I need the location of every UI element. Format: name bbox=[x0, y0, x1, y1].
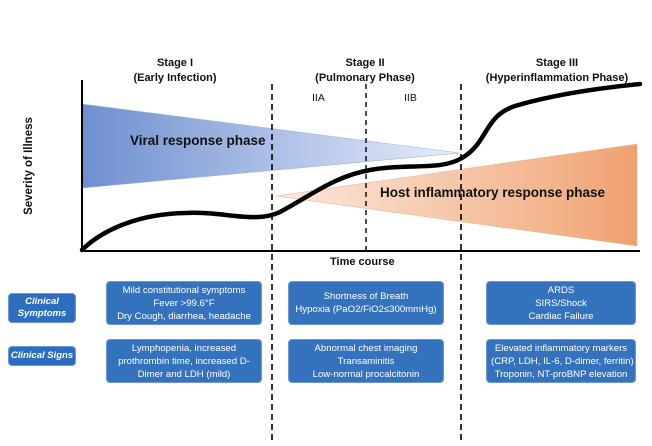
stage-2-symptoms-box: Shortness of Breath Hypoxia (PaO2/FiO2≤3… bbox=[288, 281, 444, 325]
stage-3-title: Stage III bbox=[535, 57, 579, 69]
box-line: SIRS/Shock bbox=[535, 297, 587, 309]
box-line: Dimer and LDH (mild) bbox=[137, 368, 231, 380]
host-response-wedge bbox=[275, 143, 638, 247]
stage-3-symptoms-box: ARDS SIRS/Shock Cardiac Failure bbox=[486, 281, 636, 325]
stage-1-title: Stage I bbox=[156, 57, 194, 69]
stage-1-subtitle: (Early Infection) bbox=[133, 72, 217, 84]
clinical-signs-label: Clinical Signs bbox=[8, 346, 76, 366]
x-axis-label: Time course bbox=[330, 256, 395, 268]
box-line: Low-normal procalcitonin bbox=[312, 368, 420, 380]
box-line: Mild constitutional symptoms bbox=[122, 284, 246, 296]
box-line: Abnormal chest imaging bbox=[314, 342, 418, 354]
row-label-line: Clinical bbox=[25, 296, 59, 307]
stage-3-header: Stage III (Hyperinflammation Phase) bbox=[468, 56, 646, 86]
substage-iia-label: IIA bbox=[312, 92, 325, 104]
stage-2-title: Stage II bbox=[345, 57, 385, 69]
box-line: Lymphopenia, increased bbox=[131, 342, 237, 354]
clinical-symptoms-label: Clinical Symptoms bbox=[8, 293, 76, 323]
box-line: (CRP, LDH, IL-6, D-dimer, ferritin) bbox=[491, 355, 634, 367]
stage-2-subtitle: (Pulmonary Phase) bbox=[315, 72, 415, 84]
host-phase-label: Host inflammatory response phase bbox=[380, 185, 606, 200]
box-line: Cardiac Failure bbox=[528, 310, 594, 322]
stage-1-signs-box: Lymphopenia, increased prothrombin time,… bbox=[106, 339, 262, 383]
stage-2-signs-box: Abnormal chest imaging Transaminitis Low… bbox=[288, 339, 444, 383]
box-line: Shortness of Breath bbox=[323, 291, 409, 302]
substage-iib-label: IIB bbox=[404, 92, 417, 104]
stage-1-symptoms-box: Mild constitutional symptoms Fever >99.6… bbox=[106, 281, 262, 325]
box-line: Troponin, NT-proBNP elevation bbox=[494, 368, 628, 380]
box-line: ARDS bbox=[547, 284, 575, 296]
box-line: Transaminitis bbox=[337, 355, 395, 367]
box-line: Dry Cough, diarrhea, headache bbox=[117, 310, 251, 322]
viral-phase-label: Viral response phase bbox=[130, 133, 266, 148]
y-axis-label: Severity of Illness bbox=[23, 117, 35, 215]
row-label-line: Clinical Signs bbox=[10, 350, 74, 361]
stage-3-signs-box: Elevated inflammatory markers (CRP, LDH,… bbox=[486, 339, 636, 383]
stage-1-header: Stage I (Early Infection) bbox=[100, 56, 250, 86]
box-line: Hypoxia (PaO2/FiO2≤300mmHg) bbox=[295, 304, 437, 315]
row-label-line: Symptoms bbox=[17, 308, 67, 319]
severity-curve bbox=[79, 81, 643, 253]
box-line: Fever >99.6°F bbox=[153, 297, 215, 309]
stage-2-header: Stage II (Pulmonary Phase) bbox=[290, 56, 440, 86]
box-line: Elevated inflammatory markers bbox=[494, 342, 628, 354]
stage-3-subtitle: (Hyperinflammation Phase) bbox=[485, 72, 629, 84]
box-line: prothrombin time, increased D- bbox=[118, 355, 250, 367]
